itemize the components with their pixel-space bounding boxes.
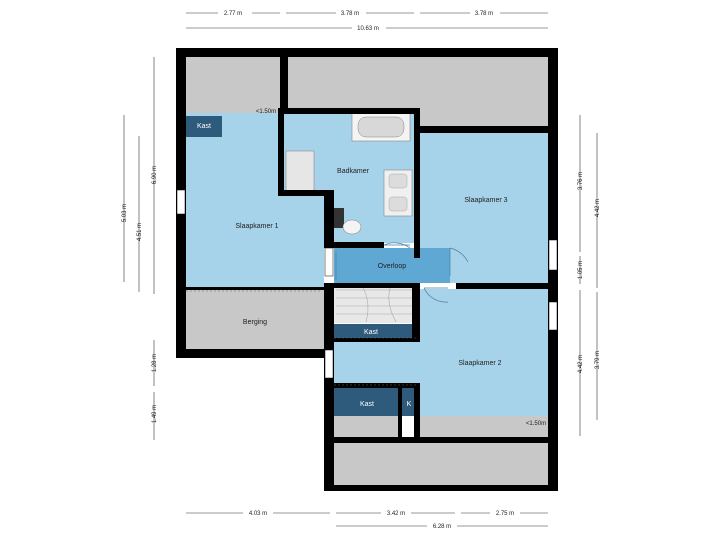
toilet-icon — [342, 219, 362, 235]
dim-left-a: 5.03 m — [122, 204, 128, 222]
room-slaapkamer-1 — [186, 113, 280, 289]
room-labels: Slaapkamer 1 Badkamer Slaapkamer 3 Overl… — [197, 109, 546, 427]
dim-right-a: 3.76 m — [578, 172, 584, 190]
dim-left-d: 1.28 m — [152, 354, 158, 372]
dim-left-b: 4.51 m — [137, 223, 143, 241]
label-k-small: K — [407, 401, 412, 408]
dim-right-d: 4.42 m — [578, 355, 584, 373]
window-right-upper — [548, 239, 558, 271]
dim-top-total: 10.63 m — [357, 26, 379, 32]
dim-left-e: 1.49 m — [152, 405, 158, 423]
room-fills — [186, 57, 550, 485]
label-kast-bottom: Kast — [360, 401, 374, 408]
window-right-lower — [548, 301, 558, 331]
toilet-cistern — [334, 208, 344, 228]
label-slaapkamer-1: Slaapkamer 1 — [235, 223, 278, 230]
dim-right-b: 4.42 m — [595, 199, 601, 217]
dim-bottom-c: 2.75 m — [496, 511, 514, 517]
dim-top-c: 3.78 m — [475, 11, 493, 17]
dim-bottom-total: 6.28 m — [433, 524, 451, 530]
dim-top-b: 3.78 m — [341, 11, 359, 17]
dim-bottom-b: 3.42 m — [387, 511, 405, 517]
dim-top-a: 2.77 m — [224, 11, 242, 17]
closet-top-left — [186, 116, 222, 137]
right-dimensions: 3.76 m 4.42 m 1.05 m 4.42 m 3.79 m — [578, 115, 601, 436]
dim-right-c: 1.05 m — [578, 261, 584, 279]
top-dimensions: 2.77 m 3.78 m 3.78 m 10.63 m — [186, 8, 548, 32]
label-height-note-bottom: <1.50m — [526, 421, 546, 427]
label-kast-top: Kast — [197, 123, 211, 130]
left-dimensions: 5.03 m 4.51 m 6.90 m 1.28 m 1.49 m — [122, 57, 158, 440]
label-badkamer: Badkamer — [337, 168, 370, 175]
room-overloop — [334, 248, 450, 283]
window-bottom-left — [324, 349, 334, 379]
label-slaapkamer-2: Slaapkamer 2 — [458, 360, 501, 367]
window-left — [176, 189, 186, 215]
staircase — [334, 283, 416, 323]
dim-bottom-a: 4.03 m — [249, 511, 267, 517]
room-berging — [186, 289, 324, 349]
closet-bottom — [334, 388, 398, 416]
closet-middle — [334, 324, 416, 338]
shower — [285, 150, 315, 192]
dim-left-c: 6.90 m — [152, 166, 158, 184]
windows — [176, 189, 558, 379]
dim-right-e: 3.79 m — [595, 351, 601, 369]
label-height-note-top: <1.50m — [256, 109, 276, 115]
room-slaapkamer-2 — [418, 289, 550, 416]
window-overloop — [324, 247, 334, 277]
bathroom-fixtures — [285, 112, 413, 235]
label-overloop: Overloop — [378, 263, 407, 270]
closet-edges — [186, 290, 416, 386]
bottom-dimensions: 4.03 m 3.42 m 2.75 m 6.28 m — [186, 508, 548, 530]
label-slaapkamer-3: Slaapkamer 3 — [464, 197, 507, 204]
closet-small-k — [401, 388, 417, 416]
doors — [335, 242, 469, 303]
label-berging: Berging — [243, 319, 267, 326]
label-kast-middle: Kast — [364, 329, 378, 336]
